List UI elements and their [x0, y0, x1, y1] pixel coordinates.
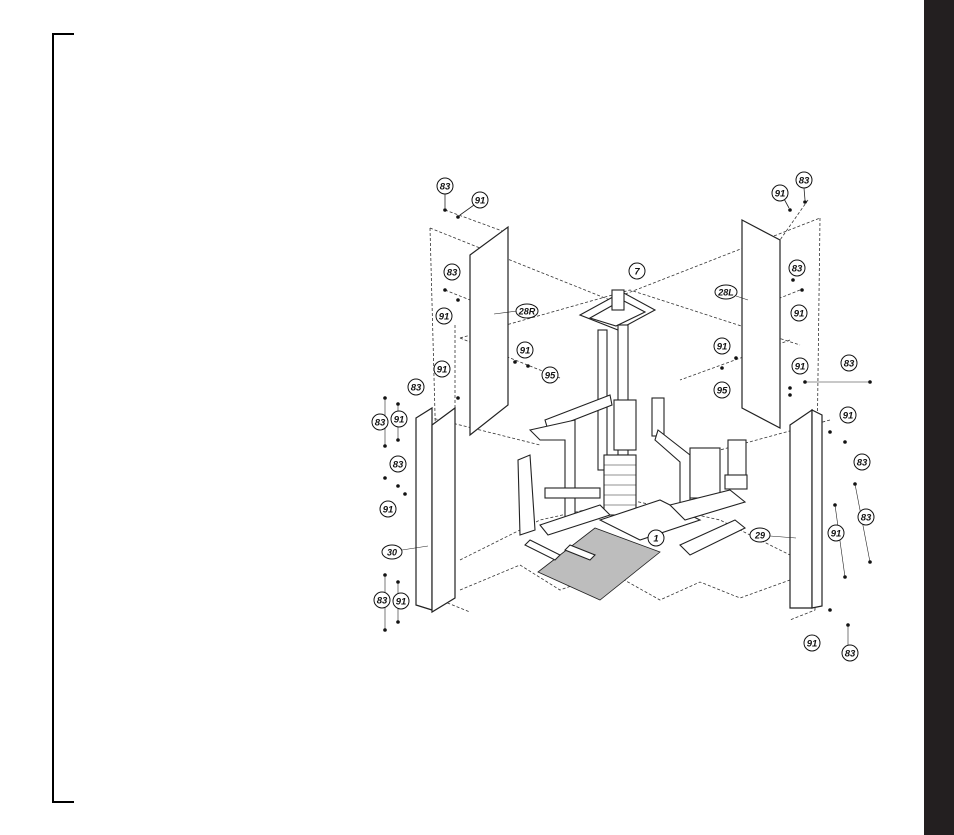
svg-text:91: 91 — [520, 346, 531, 357]
svg-text:83: 83 — [375, 418, 386, 429]
callout-91-mid-right-2: 91 — [792, 358, 808, 374]
svg-text:91: 91 — [439, 312, 450, 323]
svg-text:95: 95 — [717, 386, 728, 397]
callout-95-mid-right: 95 — [714, 382, 730, 398]
svg-text:83: 83 — [861, 513, 872, 524]
svg-text:28L: 28L — [717, 288, 734, 298]
svg-text:83: 83 — [799, 176, 810, 187]
hardware-top-left — [443, 193, 474, 219]
svg-text:83: 83 — [447, 268, 458, 279]
callout-83-upper-left: 83 — [444, 264, 460, 280]
callout-91-left-2: 91 — [380, 501, 396, 517]
svg-text:91: 91 — [807, 639, 818, 650]
svg-text:91: 91 — [383, 505, 394, 516]
svg-text:28R: 28R — [518, 307, 536, 317]
svg-text:95: 95 — [545, 371, 556, 382]
callout-83-bottom-left: 83 — [374, 592, 390, 608]
svg-text:91: 91 — [437, 365, 448, 376]
callout-91-mid-right: 91 — [714, 338, 730, 354]
callout-91-bottom-left: 91 — [393, 593, 409, 609]
callout-91-upper-right: 91 — [791, 305, 807, 321]
svg-text:91: 91 — [795, 362, 806, 373]
callout-7: 7 — [629, 263, 645, 279]
panel-29 — [790, 410, 812, 608]
svg-text:83: 83 — [440, 182, 451, 193]
gym-machine-frame — [518, 290, 747, 560]
label-29: 29 — [750, 528, 796, 542]
svg-text:91: 91 — [794, 309, 805, 320]
svg-text:83: 83 — [792, 264, 803, 275]
callout-83-right-2: 83 — [858, 509, 874, 525]
callout-83-bottom-right: 83 — [842, 645, 858, 661]
callout-91-mid-left-2: 91 — [434, 361, 450, 377]
svg-text:91: 91 — [843, 411, 854, 422]
callout-83-mid-right-2: 83 — [841, 355, 857, 371]
svg-text:91: 91 — [394, 415, 405, 426]
svg-text:91: 91 — [475, 196, 486, 207]
callout-91-mid-left: 91 — [517, 342, 533, 358]
panel-30-side — [416, 408, 432, 610]
callout-91-left-1: 91 — [391, 411, 407, 427]
svg-text:83: 83 — [857, 458, 868, 469]
callout-1: 1 — [648, 530, 664, 546]
svg-text:7: 7 — [634, 267, 640, 278]
callout-91-top-right: 91 — [772, 185, 788, 201]
callout-83-mid-left-2: 83 — [408, 379, 424, 395]
callout-91-bottom-right: 91 — [804, 635, 820, 651]
svg-text:83: 83 — [411, 383, 422, 394]
svg-text:83: 83 — [845, 649, 856, 660]
callout-83-right-1: 83 — [854, 454, 870, 470]
svg-text:91: 91 — [396, 597, 407, 608]
panel-29-side — [812, 410, 822, 608]
callout-83-top-left: 83 — [437, 178, 453, 194]
callout-83-top-right: 83 — [796, 172, 812, 188]
callout-91-right-2: 91 — [828, 525, 844, 541]
svg-text:83: 83 — [393, 460, 404, 471]
callout-91-upper-left: 91 — [436, 308, 452, 324]
callout-91-top-left: 91 — [472, 192, 488, 208]
svg-text:30: 30 — [387, 548, 397, 558]
callout-95-mid-left: 95 — [542, 367, 558, 383]
panel-28r — [470, 227, 508, 435]
svg-text:29: 29 — [754, 531, 765, 541]
svg-text:1: 1 — [653, 534, 658, 545]
svg-text:83: 83 — [844, 359, 855, 370]
svg-text:83: 83 — [377, 596, 388, 607]
panel-28l — [742, 220, 780, 428]
callout-91-right-1: 91 — [840, 407, 856, 423]
svg-text:91: 91 — [717, 342, 728, 353]
callout-83-upper-right: 83 — [789, 260, 805, 276]
svg-text:91: 91 — [775, 189, 786, 200]
svg-text:91: 91 — [831, 529, 842, 540]
callout-83-left-1: 83 — [372, 414, 388, 430]
callout-83-left-2: 83 — [390, 456, 406, 472]
panel-30 — [432, 408, 455, 612]
